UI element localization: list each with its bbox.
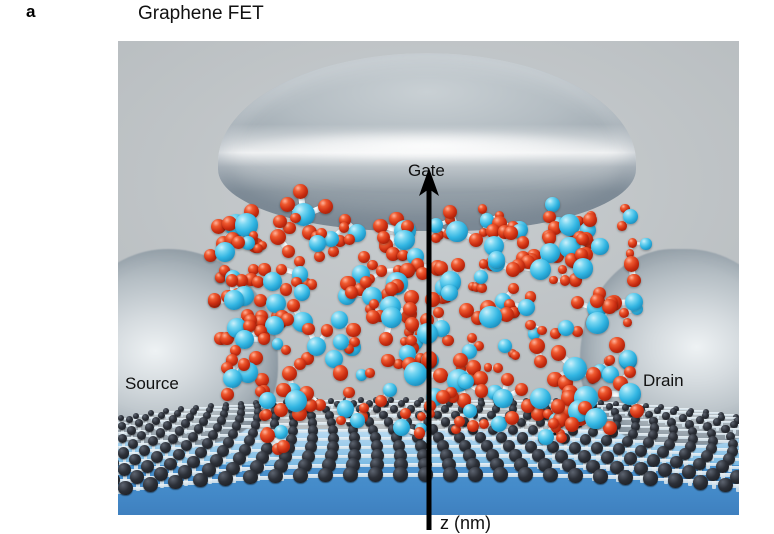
gate-label: Gate [408,161,445,180]
source-label: Source [125,374,179,393]
z-axis-label: z (nm) [440,513,491,533]
graphene-sheet [118,371,739,495]
panel-label: a [26,2,36,21]
drain-label: Drain [643,371,684,390]
page-title: Graphene FET [138,3,264,24]
figure-canvas: Gate Source Drain [118,41,739,515]
